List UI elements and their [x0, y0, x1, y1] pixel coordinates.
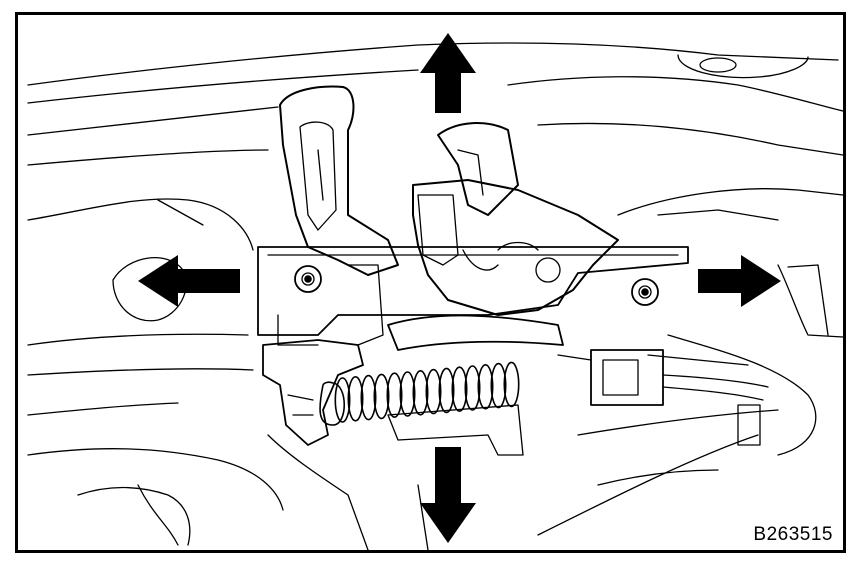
spring-coil: [386, 372, 403, 419]
spring-coil: [360, 374, 377, 421]
diagram-frame: B263515: [15, 12, 846, 553]
arrow-left-icon: [138, 255, 240, 307]
safety-hook-lever: [279, 85, 399, 276]
latch-plate: [412, 122, 619, 316]
spring-coil: [399, 371, 416, 417]
spring-coil: [412, 369, 429, 416]
spring-coil: [425, 368, 442, 415]
spring-coil: [347, 375, 364, 422]
spring-coil: [490, 362, 507, 409]
hood-lock-illustration: [27, 33, 843, 550]
spring-coil: [464, 365, 481, 411]
switch-connector: [557, 349, 769, 406]
spring-coil: [438, 367, 455, 414]
spring-coil: [503, 361, 520, 408]
spring-coils: [334, 361, 520, 423]
spring-coil: [451, 366, 468, 413]
background-body-panels: [27, 42, 843, 550]
return-spring: [319, 381, 345, 426]
release-lever: [387, 314, 564, 456]
arrow-right-icon: [698, 255, 781, 307]
striker-slot: [417, 194, 459, 266]
spring-coil: [477, 363, 494, 410]
mounting-bolts: [304, 275, 649, 296]
latch-base-plate: [257, 246, 689, 346]
arrow-up-icon: [420, 33, 476, 113]
arrow-down-icon: [420, 447, 476, 543]
spring-coil: [334, 377, 351, 423]
spring-coil: [373, 373, 390, 420]
figure-code: B263515: [753, 524, 833, 545]
